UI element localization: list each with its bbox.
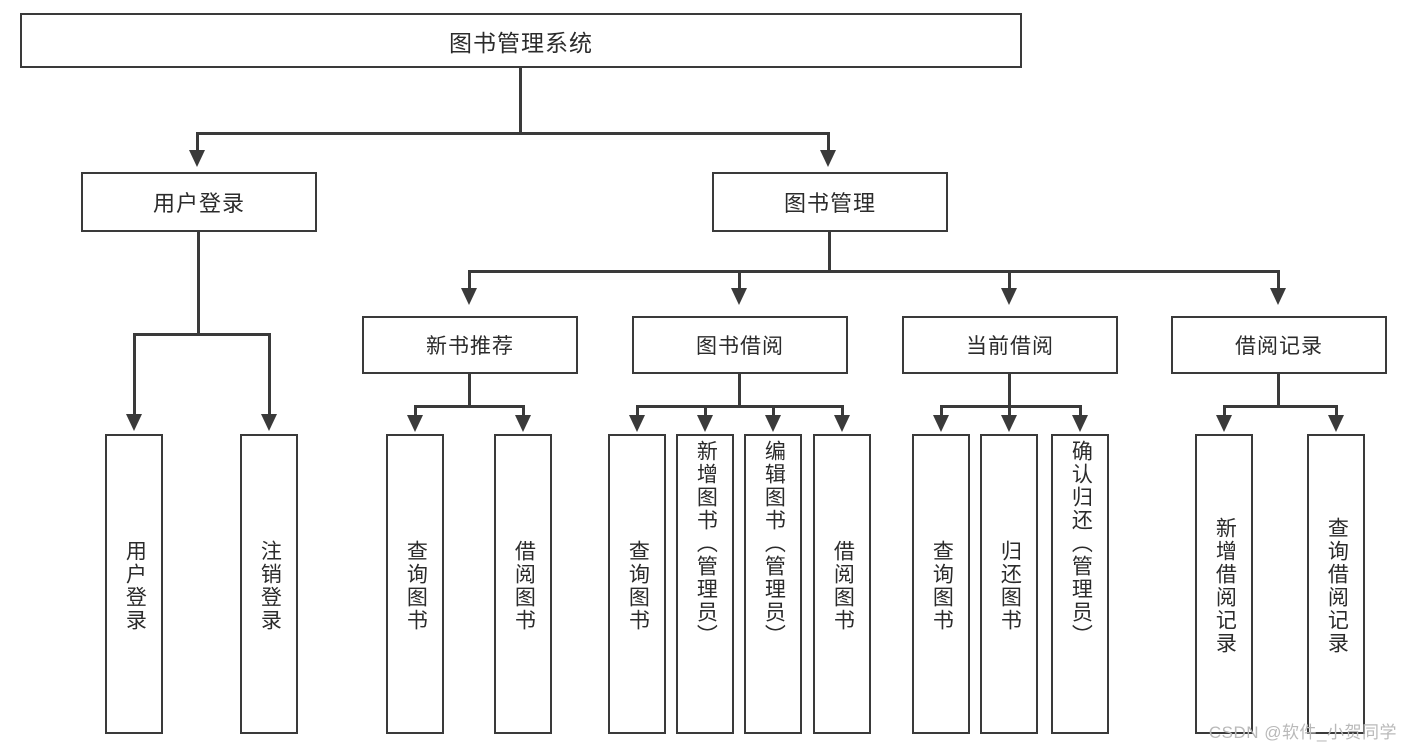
leaf-borrow-record-query[interactable]: 查询借阅记录 <box>1307 434 1365 734</box>
node-label: 图书管理系统 <box>449 29 593 56</box>
node-label: 用户登录 <box>152 191 245 216</box>
arrowhead-leaf-current-borrow-2 <box>1001 415 1017 432</box>
connector-book-borrow-drop-3 <box>772 405 775 417</box>
connector-borrow-record-drop-2 <box>1335 405 1338 417</box>
connector-borrow-record-stem <box>1277 374 1280 407</box>
connector-book-manage-stem <box>828 232 831 272</box>
node-user-login[interactable]: 用户登录 <box>81 172 317 232</box>
node-book-borrow[interactable]: 图书借阅 <box>632 316 848 374</box>
node-label: 借阅记录 <box>1235 335 1323 358</box>
connector-root-drop-left <box>196 132 199 150</box>
leaf-book-borrow-query[interactable]: 查询图书 <box>608 434 666 734</box>
node-borrow-record[interactable]: 借阅记录 <box>1171 316 1387 374</box>
node-label: 图书管理 <box>783 191 876 216</box>
node-label: 查询借阅记录 <box>1325 517 1349 655</box>
arrowhead-leaf-book-borrow-4 <box>834 415 850 432</box>
node-label: 借阅图书 <box>512 540 536 632</box>
node-book-manage[interactable]: 图书管理 <box>712 172 948 232</box>
connector-borrow-record-drop-1 <box>1223 405 1226 417</box>
connector-root-bus <box>196 132 830 135</box>
node-label: 新增图书（管理员） <box>694 440 718 647</box>
arrowhead-leaf-current-borrow-3 <box>1072 415 1088 432</box>
leaf-book-borrow-edit[interactable]: 编辑图书（管理员） <box>744 434 802 734</box>
node-label: 查询图书 <box>930 540 954 632</box>
connector-current-borrow-bus <box>940 405 1082 408</box>
connector-user-login-stem <box>197 232 200 335</box>
arrowhead-to-book-borrow <box>731 288 747 305</box>
arrowhead-leaf-book-borrow-3 <box>765 415 781 432</box>
arrowhead-leaf-book-borrow-1 <box>629 415 645 432</box>
node-label: 用户登录 <box>123 540 147 632</box>
connector-current-borrow-stem <box>1008 374 1011 407</box>
node-label: 图书借阅 <box>696 335 784 358</box>
leaf-new-book-borrow[interactable]: 借阅图书 <box>494 434 552 734</box>
leaf-book-borrow-add[interactable]: 新增图书（管理员） <box>676 434 734 734</box>
connector-book-manage-drop-3 <box>1008 270 1011 288</box>
arrowhead-leaf-borrow-record-1 <box>1216 415 1232 432</box>
connector-book-borrow-drop-2 <box>704 405 707 417</box>
arrowhead-to-book-manage <box>820 150 836 167</box>
connector-user-login-drop-1 <box>133 333 136 416</box>
arrowhead-to-current-borrow <box>1001 288 1017 305</box>
connector-book-manage-drop-2 <box>738 270 741 288</box>
arrowhead-leaf-book-borrow-2 <box>697 415 713 432</box>
leaf-current-borrow-confirm-return[interactable]: 确认归还（管理员） <box>1051 434 1109 734</box>
arrowhead-to-borrow-record <box>1270 288 1286 305</box>
leaf-current-borrow-query[interactable]: 查询图书 <box>912 434 970 734</box>
node-new-book-recommend[interactable]: 新书推荐 <box>362 316 578 374</box>
leaf-book-borrow-borrow[interactable]: 借阅图书 <box>813 434 871 734</box>
node-label: 当前借阅 <box>966 335 1054 358</box>
connector-new-book-stem <box>468 374 471 407</box>
node-label: 新增借阅记录 <box>1213 517 1237 655</box>
connector-book-borrow-stem <box>738 374 741 407</box>
arrowhead-leaf-user-login-1 <box>126 414 142 431</box>
node-current-borrow[interactable]: 当前借阅 <box>902 316 1118 374</box>
connector-current-borrow-drop-3 <box>1079 405 1082 417</box>
node-label: 归还图书 <box>998 540 1022 632</box>
arrowhead-leaf-current-borrow-1 <box>933 415 949 432</box>
connector-book-manage-drop-4 <box>1277 270 1280 288</box>
arrowhead-leaf-user-login-2 <box>261 414 277 431</box>
arrowhead-leaf-new-book-2 <box>515 415 531 432</box>
watermark-text: CSDN @软件_小贺同学 <box>1208 723 1397 742</box>
node-label: 编辑图书（管理员） <box>762 440 786 647</box>
leaf-new-book-query[interactable]: 查询图书 <box>386 434 444 734</box>
connector-book-borrow-bus <box>636 405 844 408</box>
connector-current-borrow-drop-2 <box>1008 405 1011 417</box>
connector-new-book-drop-1 <box>414 405 417 417</box>
connector-book-manage-drop-1 <box>468 270 471 288</box>
node-label: 确认归还（管理员） <box>1069 440 1093 647</box>
connector-root-stem <box>519 68 522 134</box>
connector-borrow-record-bus <box>1223 405 1338 408</box>
arrowhead-to-new-book-recommend <box>461 288 477 305</box>
arrowhead-leaf-borrow-record-2 <box>1328 415 1344 432</box>
leaf-borrow-record-add[interactable]: 新增借阅记录 <box>1195 434 1253 734</box>
node-label: 查询图书 <box>626 540 650 632</box>
node-label: 注销登录 <box>258 540 282 632</box>
node-label: 新书推荐 <box>426 335 514 358</box>
node-label: 查询图书 <box>404 540 428 632</box>
connector-book-borrow-drop-1 <box>636 405 639 417</box>
arrowhead-to-user-login <box>189 150 205 167</box>
connector-book-manage-bus <box>468 270 1280 273</box>
leaf-current-borrow-return[interactable]: 归还图书 <box>980 434 1038 734</box>
connector-current-borrow-drop-1 <box>940 405 943 417</box>
leaf-user-login-login[interactable]: 用户登录 <box>105 434 163 734</box>
leaf-user-login-logout[interactable]: 注销登录 <box>240 434 298 734</box>
connector-user-login-bus <box>133 333 271 336</box>
node-root-system[interactable]: 图书管理系统 <box>20 13 1022 68</box>
connector-user-login-drop-2 <box>268 333 271 416</box>
arrowhead-leaf-new-book-1 <box>407 415 423 432</box>
connector-root-drop-right <box>827 132 830 150</box>
connector-new-book-bus <box>414 405 525 408</box>
connector-book-borrow-drop-4 <box>841 405 844 417</box>
node-label: 借阅图书 <box>831 540 855 632</box>
connector-new-book-drop-2 <box>522 405 525 417</box>
